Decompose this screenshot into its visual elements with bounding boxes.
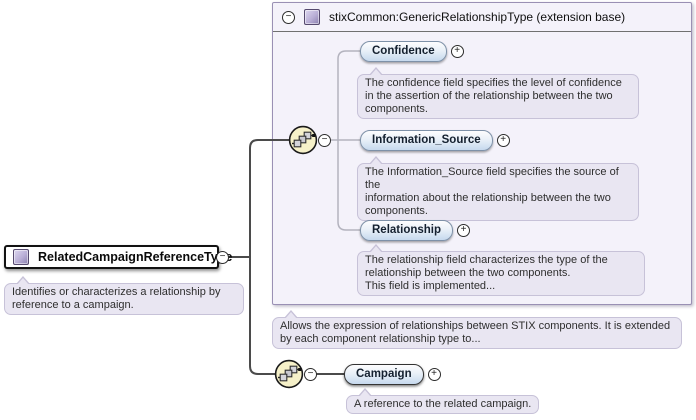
annotation-information-source: The Information_Source field specifies t… <box>357 156 639 221</box>
expand-toggle-confidence[interactable]: + <box>450 44 464 58</box>
collapse-toggle-sequence-2[interactable]: − <box>304 367 317 381</box>
complex-type-icon <box>13 249 29 265</box>
annotation-confidence: The confidence field specifies the level… <box>357 67 639 119</box>
collapse-toggle-extension[interactable]: − <box>282 10 295 24</box>
element-information-source[interactable]: Information_Source <box>360 129 493 151</box>
annotation-relationship: The relationship field characterizes the… <box>357 244 645 296</box>
root-type-box[interactable]: RelatedCampaignReferenceType <box>4 245 232 269</box>
collapse-toggle-root[interactable]: − <box>216 250 229 264</box>
expand-toggle-information-source[interactable]: + <box>496 133 510 147</box>
annotation-root: Identifies or characterizes a relationsh… <box>4 276 244 315</box>
extension-base-header: − stixCommon:GenericRelationshipType (ex… <box>273 3 691 32</box>
element-row: Relationship + <box>360 219 471 241</box>
collapse-toggle-sequence[interactable]: − <box>318 133 331 147</box>
root-type-title: RelatedCampaignReferenceType <box>38 250 233 264</box>
sequence-compositor-icon[interactable] <box>288 125 318 155</box>
expand-toggle-campaign[interactable]: + <box>427 367 441 381</box>
element-campaign[interactable]: Campaign <box>344 363 424 385</box>
annotation-campaign: A reference to the related campaign. <box>346 388 540 414</box>
element-row: Campaign + <box>344 363 441 385</box>
sequence-compositor-icon[interactable] <box>274 359 304 389</box>
element-confidence[interactable]: Confidence <box>360 40 447 62</box>
element-row: Information_Source + <box>360 129 510 151</box>
expand-toggle-relationship[interactable]: + <box>457 223 471 237</box>
element-row: Confidence + <box>360 40 464 62</box>
annotation-extension-base: Allows the expression of relationships b… <box>272 310 682 349</box>
complex-type-icon <box>304 9 320 25</box>
extension-base-title: stixCommon:GenericRelationshipType (exte… <box>329 10 626 24</box>
element-relationship[interactable]: Relationship <box>360 219 454 241</box>
